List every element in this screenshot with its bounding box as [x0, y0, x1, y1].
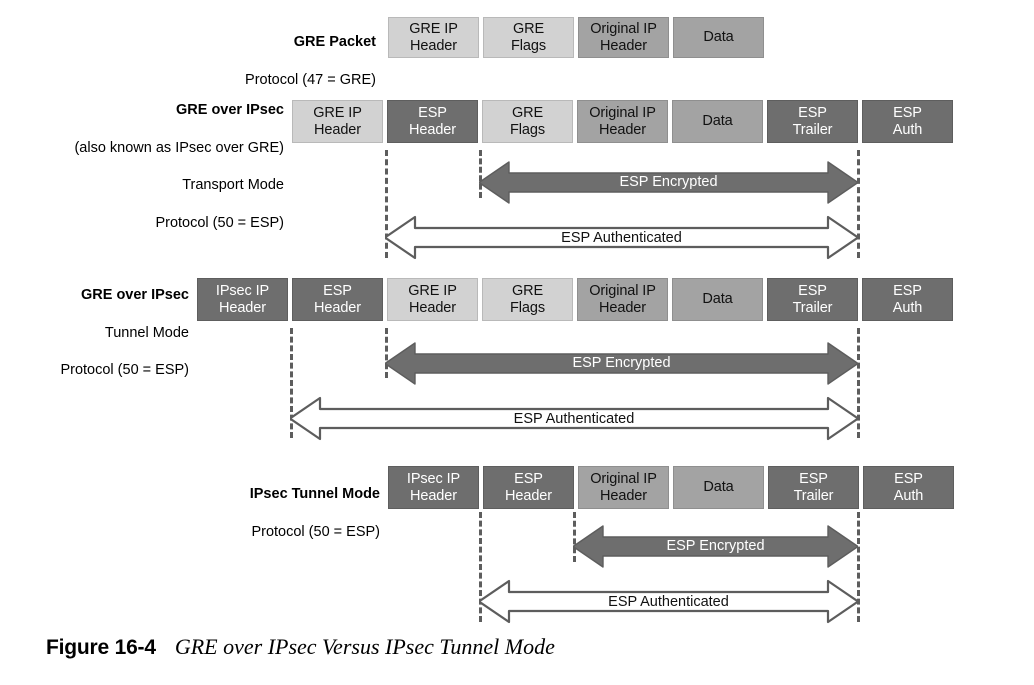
row-label-line: GRE Packet — [293, 33, 376, 50]
packet-field-gre-ip-header: GRE IP Header — [387, 278, 478, 321]
arrow-esp-encrypted: ESP Encrypted — [479, 159, 858, 206]
row-label-line: GRE over IPsec — [176, 101, 284, 118]
packet-field-esp-trailer: ESP Trailer — [767, 278, 858, 321]
figure-title: GRE over IPsec Versus IPsec Tunnel Mode — [174, 634, 555, 659]
row-label-line: IPsec Tunnel Mode — [249, 485, 380, 502]
guide-esp-right-boundary — [857, 328, 860, 438]
packet-field-esp-auth: ESP Auth — [863, 466, 954, 509]
packet-field-data: Data — [673, 466, 764, 509]
packet-field-original-ip-header: Original IP Header — [578, 17, 669, 58]
row-label-line: Protocol (47 = GRE) — [245, 71, 376, 88]
figure-caption: Figure 16-4 GRE over IPsec Versus IPsec … — [46, 634, 555, 660]
packet-field-ipsec-ip-header: IPsec IP Header — [388, 466, 479, 509]
packet-field-data: Data — [673, 17, 764, 58]
packet-field-gre-flags: GRE Flags — [482, 100, 573, 143]
packet-field-original-ip-header: Original IP Header — [577, 278, 668, 321]
guide-esp-authenticated-start — [385, 150, 388, 258]
row-label-line: (also known as IPsec over GRE) — [74, 139, 284, 156]
packet-field-gre-flags: GRE Flags — [483, 17, 574, 58]
packet-field-original-ip-header: Original IP Header — [578, 466, 669, 509]
packet-field-data: Data — [672, 278, 763, 321]
packet-field-data: Data — [672, 100, 763, 143]
packet-field-esp-auth: ESP Auth — [862, 100, 953, 143]
row-label-gre-packet: GRE Packet Protocol (47 = GRE) — [46, 14, 376, 108]
arrow-esp-authenticated: ESP Authenticated — [385, 214, 858, 261]
packet-field-gre-ip-header: GRE IP Header — [292, 100, 383, 143]
row-label-line: GRE over IPsec — [81, 286, 189, 303]
guide-esp-encrypted-start — [479, 150, 482, 198]
packet-field-esp-header: ESP Header — [483, 466, 574, 509]
packet-field-esp-header: ESP Header — [387, 100, 478, 143]
row-label-line: Protocol (50 = ESP) — [155, 214, 284, 231]
packet-field-esp-trailer: ESP Trailer — [767, 100, 858, 143]
row-label-line: Protocol (50 = ESP) — [251, 523, 380, 540]
guide-esp-encrypted-start — [385, 328, 388, 378]
row-label-gre-over-ipsec-tunnel: GRE over IPsec Tunnel Mode Protocol (50 … — [0, 267, 189, 399]
figure-number: Figure 16-4 — [46, 636, 156, 659]
row-label-line: Tunnel Mode — [104, 324, 189, 341]
guide-esp-right-boundary — [857, 150, 860, 258]
packet-field-esp-header: ESP Header — [292, 278, 383, 321]
guide-esp-authenticated-start — [479, 512, 482, 622]
packet-field-gre-flags: GRE Flags — [482, 278, 573, 321]
packet-field-ipsec-ip-header: IPsec IP Header — [197, 278, 288, 321]
arrow-esp-encrypted: ESP Encrypted — [573, 523, 858, 570]
guide-esp-encrypted-start — [573, 512, 576, 562]
row-label-ipsec-tunnel-mode: IPsec Tunnel Mode Protocol (50 = ESP) — [50, 466, 380, 560]
packet-field-esp-trailer: ESP Trailer — [768, 466, 859, 509]
arrow-esp-authenticated: ESP Authenticated — [479, 578, 858, 625]
guide-esp-right-boundary — [857, 512, 860, 622]
guide-esp-authenticated-start — [290, 328, 293, 438]
packet-field-original-ip-header: Original IP Header — [577, 100, 668, 143]
arrow-esp-encrypted: ESP Encrypted — [385, 340, 858, 387]
row-label-line: Protocol (50 = ESP) — [60, 362, 189, 379]
row-label-line: Transport Mode — [182, 177, 284, 194]
packet-field-gre-ip-header: GRE IP Header — [388, 17, 479, 58]
packet-field-esp-auth: ESP Auth — [862, 278, 953, 321]
arrow-esp-authenticated: ESP Authenticated — [290, 395, 858, 442]
row-label-gre-over-ipsec-transport: GRE over IPsec (also known as IPsec over… — [0, 82, 284, 252]
